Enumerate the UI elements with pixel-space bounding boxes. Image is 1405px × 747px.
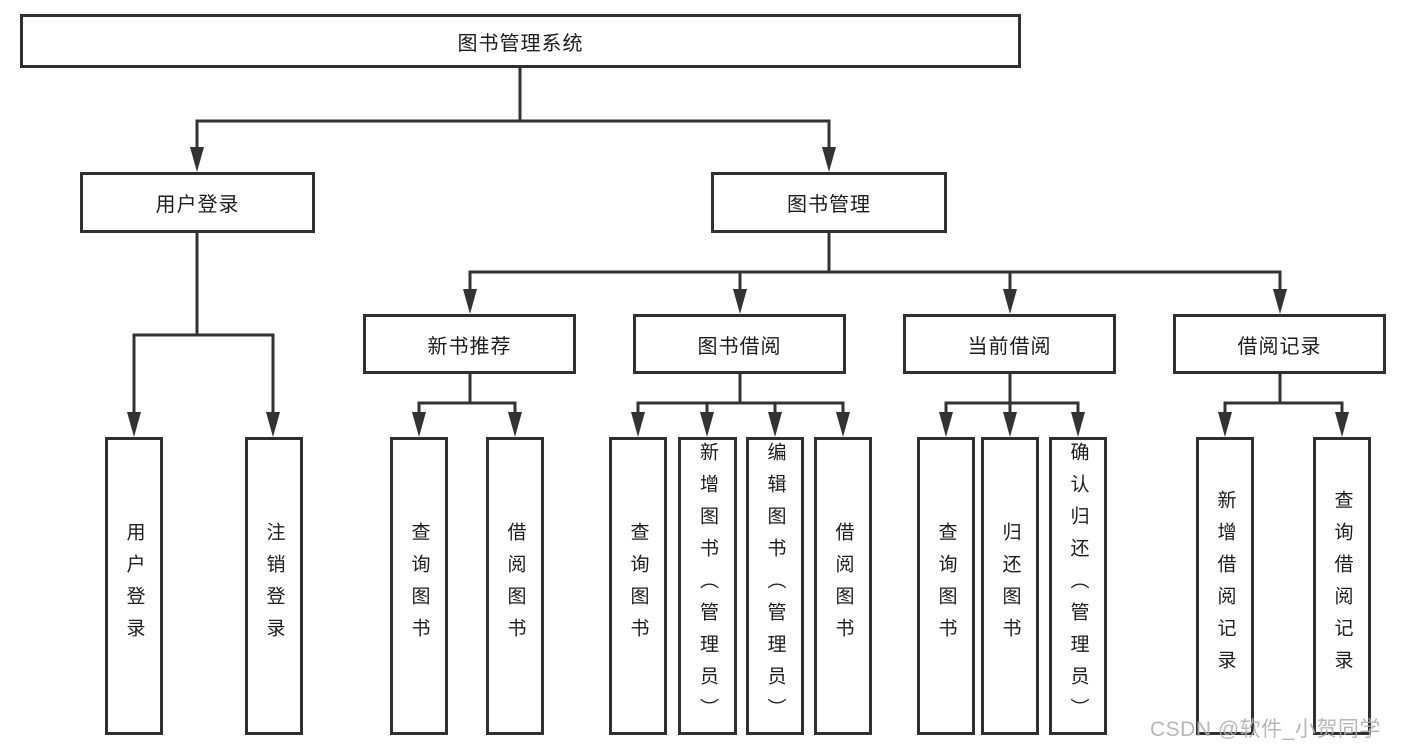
leaf-borrow-books-borrowing: 借阅图书 (814, 437, 872, 735)
node-borrowing-records: 借阅记录 (1173, 314, 1386, 374)
leaf-borrow-books-recommend: 借阅图书 (486, 437, 544, 735)
leaf-add-borrow-record: 新增借阅记录 (1196, 437, 1254, 735)
leaf-query-books-recommend: 查询图书 (390, 437, 448, 735)
node-current-borrowing: 当前借阅 (903, 314, 1116, 374)
leaf-query-books-borrowing: 查询图书 (609, 437, 667, 735)
node-user-login: 用户登录 (80, 172, 315, 233)
arrowheads (127, 147, 1349, 437)
leaf-logout: 注销登录 (245, 437, 303, 735)
node-root-system: 图书管理系统 (20, 14, 1021, 68)
node-book-management: 图书管理 (711, 172, 947, 233)
leaf-edit-book-admin: 编辑图书（管理员） (746, 437, 804, 735)
leaf-user-login: 用户登录 (105, 437, 163, 735)
node-new-book-recommend: 新书推荐 (363, 314, 576, 374)
leaf-query-books-current: 查询图书 (917, 437, 975, 735)
leaf-query-borrow-record: 查询借阅记录 (1313, 437, 1371, 735)
leaf-return-book: 归还图书 (981, 437, 1039, 735)
leaf-confirm-return-admin: 确认归还（管理员） (1049, 437, 1107, 735)
tree-edges (132, 66, 1344, 417)
node-book-borrowing: 图书借阅 (633, 314, 846, 374)
csdn-watermark: CSDN @软件_小贺同学 (1150, 718, 1381, 741)
leaf-add-book-admin: 新增图书（管理员） (678, 437, 737, 735)
